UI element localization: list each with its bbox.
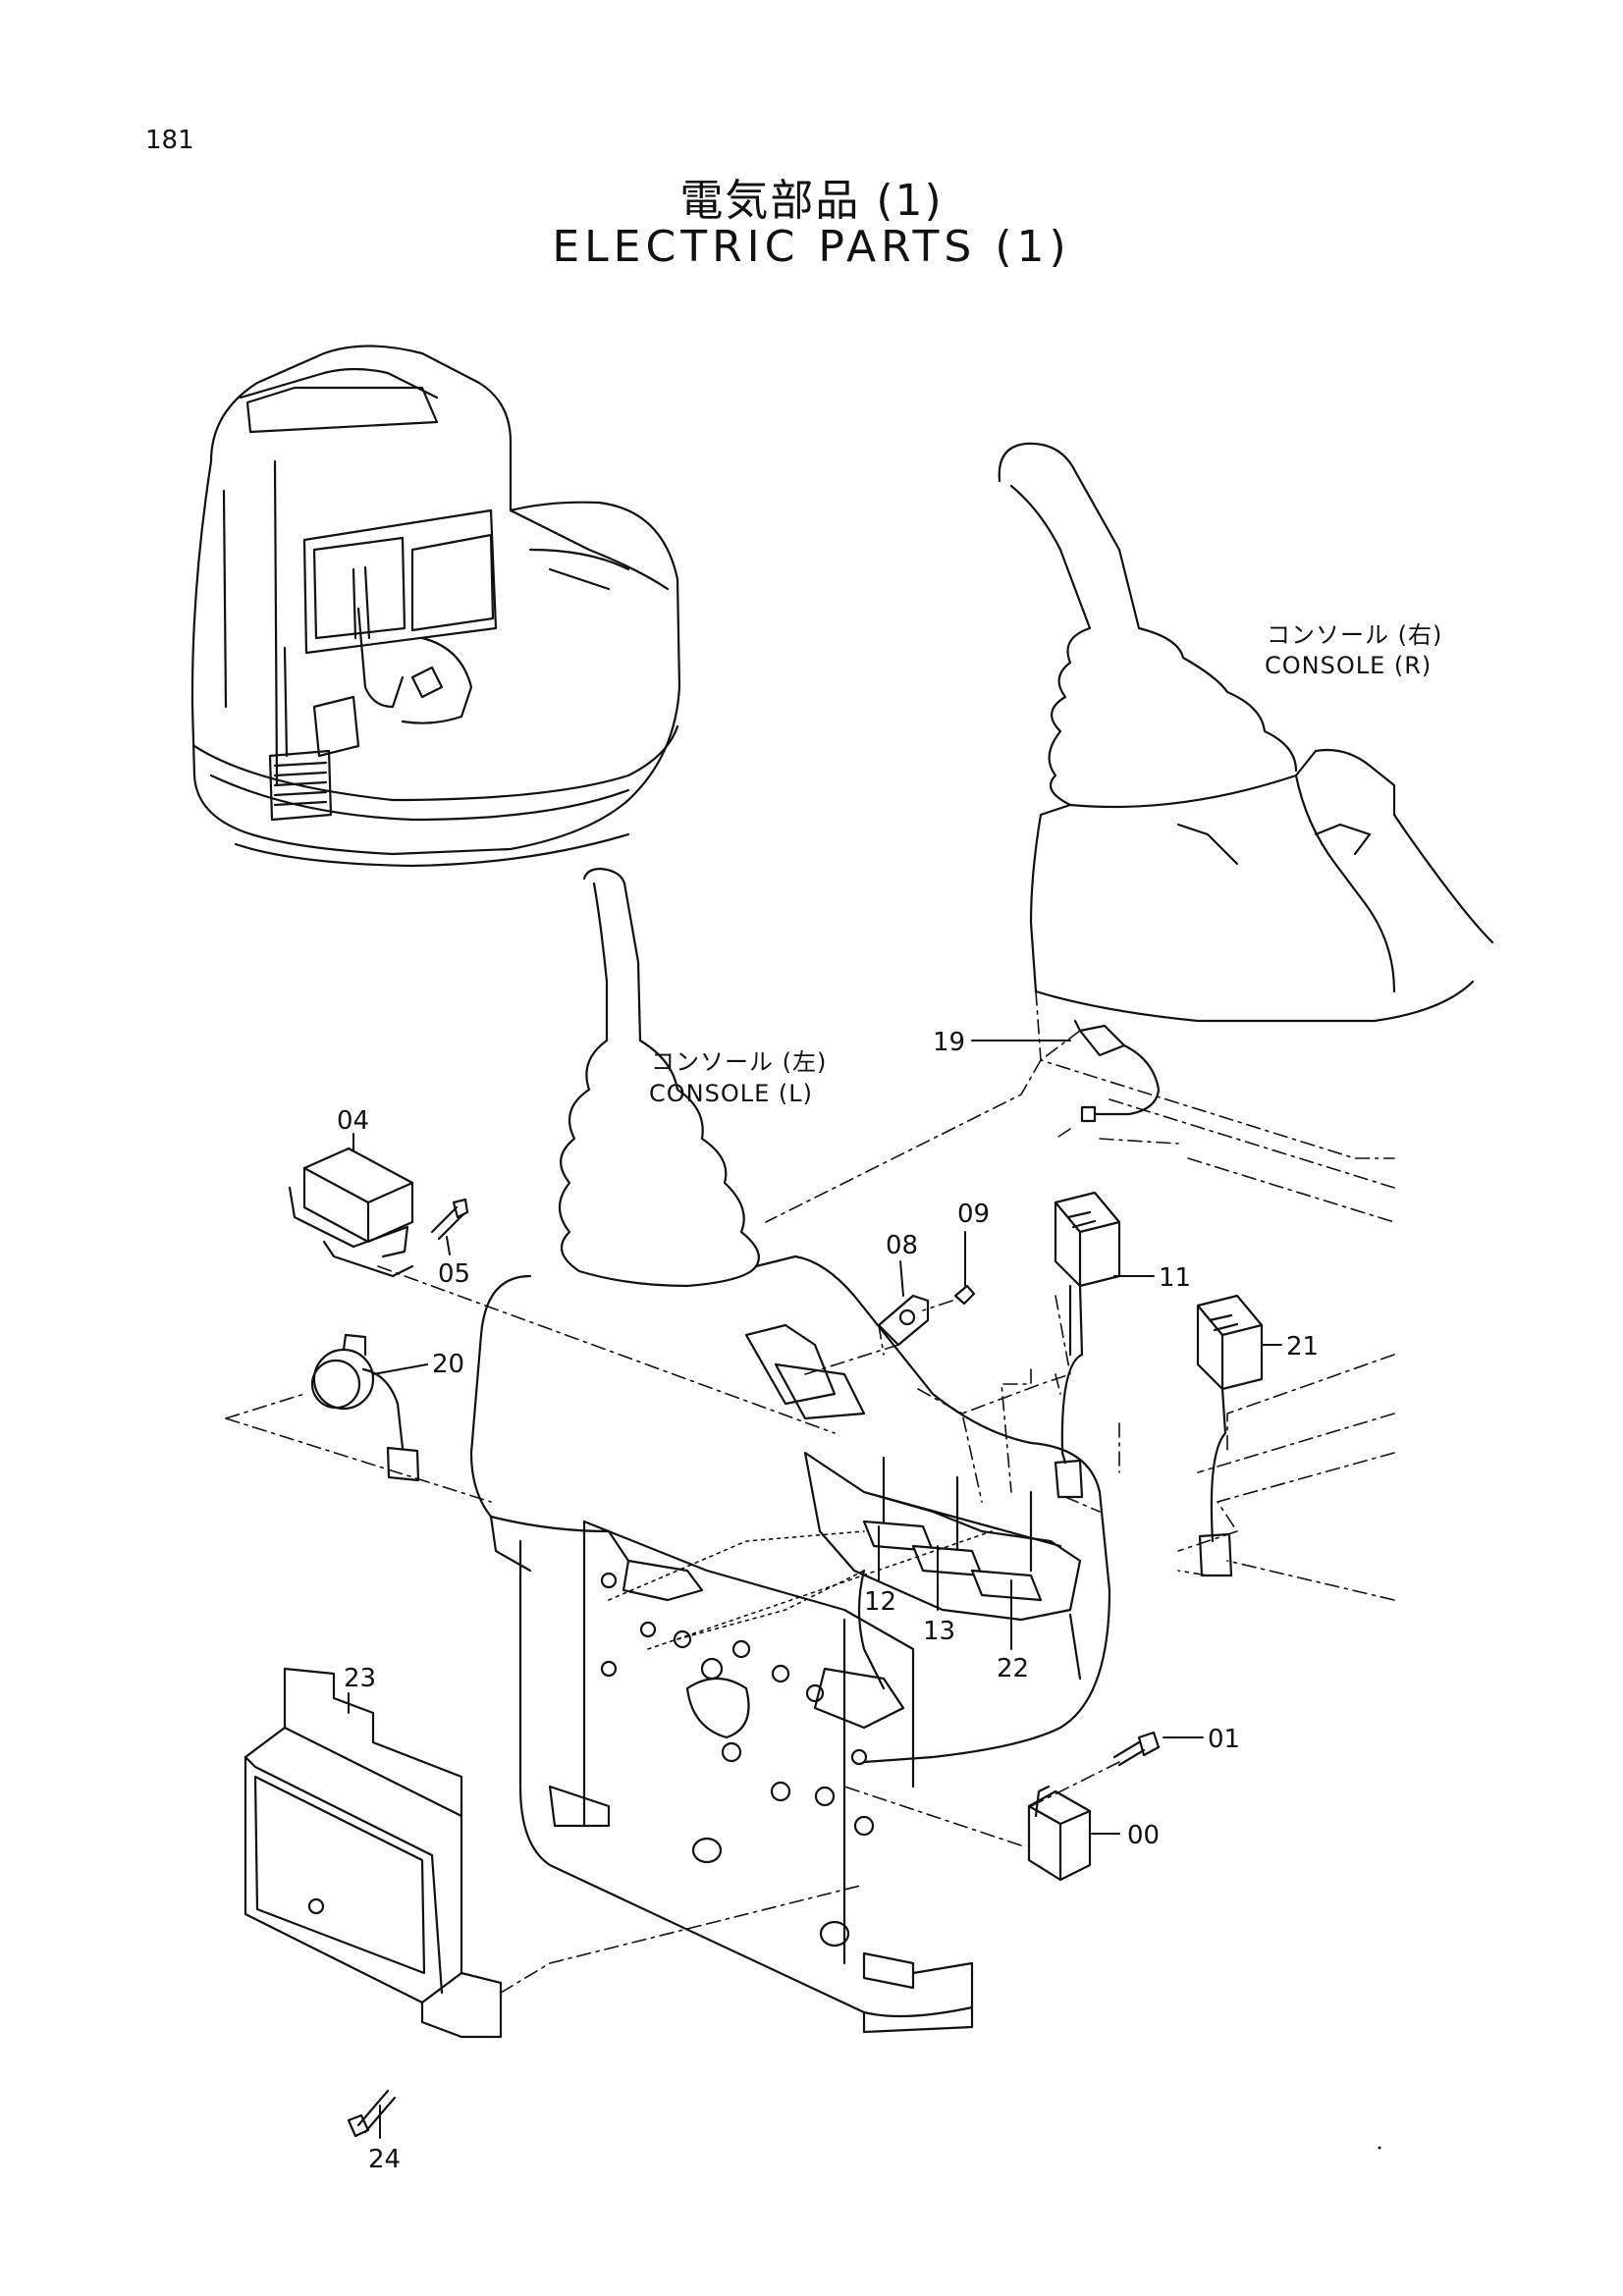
page-title-english: ELECTRIC PARTS (1) — [552, 222, 1071, 272]
base-bracket-illustration — [518, 1520, 974, 2034]
callout-leaders — [348, 1040, 1282, 2139]
excavator-overview-illustration — [190, 345, 681, 868]
console-left-label-ja: コンソール (左) — [651, 1048, 827, 1076]
controller-unit-23-illustration — [243, 1667, 503, 2039]
callout-04: 04 — [337, 1106, 369, 1136]
console-right-label-ja: コンソール (右) — [1267, 621, 1442, 649]
callout-20: 20 — [432, 1350, 464, 1379]
screw-05-illustration — [430, 1198, 469, 1241]
callout-11: 11 — [1159, 1263, 1191, 1293]
console-left-illustration — [469, 867, 1111, 1764]
callout-05: 05 — [438, 1259, 470, 1289]
callout-09: 09 — [957, 1200, 990, 1229]
bolt-24-illustration — [347, 2089, 397, 2138]
page-number: 181 — [145, 126, 194, 155]
relay-00-illustration — [1027, 1785, 1092, 1882]
switch-19-illustration — [1073, 1019, 1161, 1123]
callout-12: 12 — [864, 1587, 896, 1617]
callout-19: 19 — [933, 1028, 965, 1057]
callout-08: 08 — [886, 1231, 918, 1260]
switch-08-09-illustration — [877, 1284, 976, 1347]
console-right-label-en: CONSOLE (R) — [1265, 652, 1432, 679]
page-title-japanese: 電気部品 (1) — [679, 176, 944, 226]
callout-24: 24 — [368, 2145, 401, 2174]
console-right-illustration — [998, 442, 1494, 1023]
rocker-switch-21-illustration — [1196, 1294, 1264, 1577]
stray-dot — [1378, 2146, 1381, 2150]
callout-00: 00 — [1127, 1821, 1160, 1850]
callout-23: 23 — [344, 1664, 376, 1693]
relay-04-illustration — [288, 1147, 414, 1278]
bolt-01-illustration — [1112, 1731, 1161, 1767]
assembly-lines — [225, 990, 1395, 1994]
callout-21: 21 — [1286, 1332, 1319, 1362]
buzzer-20-illustration — [310, 1333, 420, 1482]
console-left-label-en: CONSOLE (L) — [649, 1080, 813, 1107]
dotted-assembly-lines — [608, 1530, 993, 1650]
callout-22: 22 — [997, 1654, 1029, 1683]
callout-01: 01 — [1208, 1725, 1240, 1754]
callout-13: 13 — [923, 1617, 955, 1646]
